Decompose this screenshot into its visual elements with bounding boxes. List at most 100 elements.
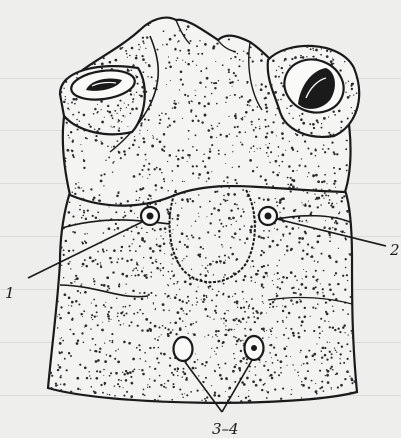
stipple-dot: [250, 47, 252, 49]
stipple-dot: [283, 347, 286, 350]
stipple-dot: [325, 194, 327, 196]
stipple-dot: [227, 329, 229, 331]
stipple-dot: [234, 94, 236, 96]
stipple-dot: [236, 135, 238, 137]
stipple-dot: [220, 260, 222, 262]
stipple-dot: [292, 227, 295, 230]
stipple-dot: [270, 344, 272, 346]
stipple-dot: [275, 114, 276, 115]
stipple-dot: [82, 190, 84, 192]
stipple-dot: [264, 119, 266, 121]
stipple-dot: [339, 211, 340, 212]
stipple-dot: [80, 42, 82, 44]
stipple-dot: [252, 380, 255, 383]
stipple-dot: [255, 384, 258, 387]
stipple-dot: [345, 92, 346, 93]
stipple-dot: [169, 154, 172, 157]
stipple-dot: [147, 178, 148, 179]
stipple-dot: [99, 42, 102, 45]
stipple-dot: [351, 382, 353, 384]
stipple-dot: [89, 48, 92, 51]
stipple-dot: [149, 328, 151, 330]
stipple-dot: [249, 371, 250, 372]
stipple-dot: [47, 404, 50, 407]
stipple-dot: [223, 226, 225, 228]
stipple-dot: [45, 258, 47, 260]
stipple-dot: [228, 15, 231, 18]
stipple-dot: [236, 182, 238, 184]
stipple-dot: [209, 201, 211, 203]
stipple-dot: [248, 308, 249, 309]
stipple-dot: [322, 292, 323, 293]
stipple-dot: [328, 321, 329, 322]
stipple-dot: [285, 328, 286, 329]
stipple-dot: [336, 153, 338, 155]
stipple-dot: [56, 193, 57, 194]
stipple-dot: [143, 97, 144, 98]
stipple-dot: [71, 305, 72, 306]
stipple-dot: [202, 381, 204, 383]
stipple-dot: [224, 363, 226, 365]
stipple-dot: [276, 244, 279, 247]
stipple-dot: [364, 126, 366, 128]
stipple-dot: [181, 156, 184, 159]
stipple-dot: [154, 168, 156, 170]
stipple-dot: [279, 45, 281, 47]
stipple-dot: [286, 317, 287, 318]
stipple-dot: [358, 181, 360, 183]
stipple-dot: [199, 253, 201, 255]
stipple-dot: [54, 224, 55, 225]
stipple-dot: [117, 121, 118, 122]
stipple-dot: [126, 284, 127, 285]
stipple-dot: [345, 267, 347, 269]
stipple-dot: [164, 227, 167, 230]
stipple-dot: [322, 288, 324, 290]
stipple-dot: [267, 369, 269, 371]
stipple-dot: [54, 132, 57, 135]
stipple-dot: [350, 377, 352, 379]
stipple-dot: [321, 357, 323, 359]
stipple-dot: [308, 350, 310, 352]
stipple-dot: [232, 14, 234, 16]
stipple-dot: [116, 113, 117, 114]
stipple-dot: [276, 135, 277, 136]
stipple-dot: [168, 118, 170, 120]
stipple-dot: [233, 72, 235, 74]
stipple-dot: [121, 258, 123, 260]
stipple-dot: [191, 234, 193, 236]
stipple-dot: [204, 365, 206, 367]
stipple-dot: [302, 56, 305, 59]
stipple-dot: [231, 31, 232, 32]
stipple-dot: [361, 406, 363, 408]
stipple-dot: [204, 336, 205, 337]
stipple-dot: [139, 369, 140, 370]
stipple-dot: [153, 347, 155, 349]
stipple-dot: [306, 43, 307, 44]
stipple-dot: [68, 211, 71, 214]
stipple-dot: [277, 286, 279, 288]
stipple-dot: [277, 272, 279, 274]
stipple-dot: [324, 354, 327, 357]
stipple-dot: [170, 298, 171, 299]
stipple-dot: [141, 369, 143, 371]
stipple-dot: [236, 221, 237, 222]
stipple-dot: [354, 133, 355, 134]
stipple-dot: [299, 41, 302, 44]
stipple-dot: [236, 300, 239, 303]
stipple-dot: [122, 372, 123, 373]
stipple-dot: [290, 299, 292, 301]
stipple-dot: [57, 191, 59, 193]
stipple-dot: [239, 239, 241, 241]
stipple-dot: [333, 153, 335, 155]
stipple-dot: [308, 172, 310, 174]
stipple-dot: [85, 218, 87, 220]
stipple-dot: [276, 265, 277, 266]
stipple-dot: [101, 63, 104, 66]
stipple-dot: [133, 368, 135, 370]
stipple-dot: [296, 301, 299, 304]
stipple-dot: [57, 102, 58, 103]
stipple-dot: [351, 49, 352, 50]
stipple-dot: [114, 229, 116, 231]
stipple-dot: [205, 377, 207, 379]
stipple-dot: [306, 253, 309, 256]
